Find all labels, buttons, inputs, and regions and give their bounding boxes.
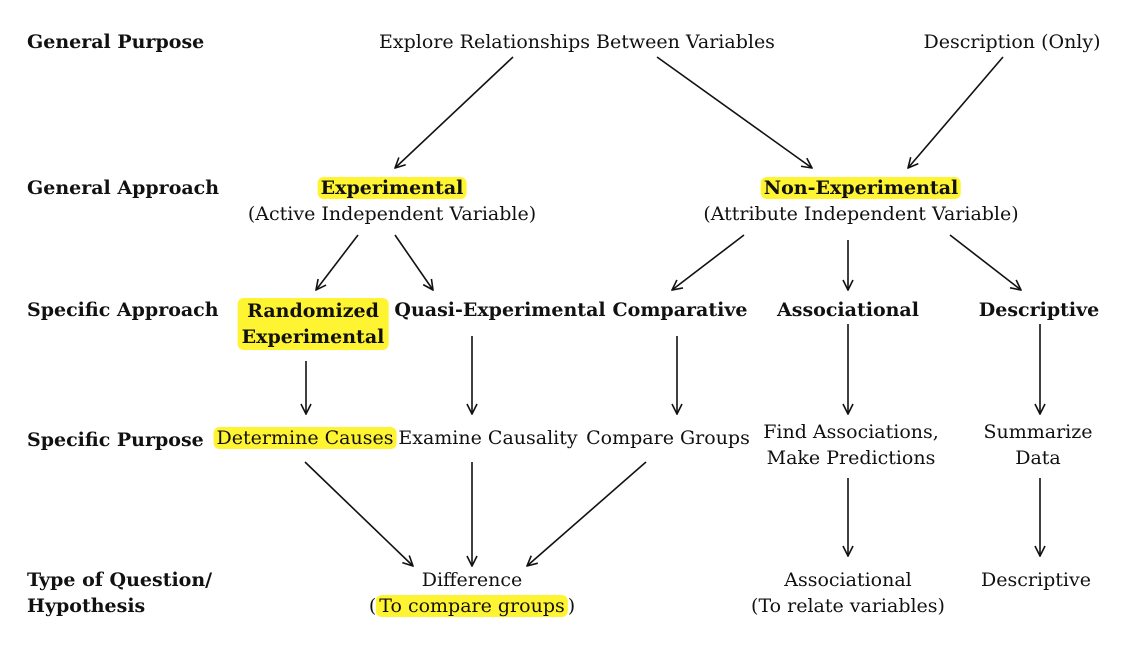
- randomized-label-line1: Randomized: [247, 300, 379, 322]
- node-find-associations-line1: Find Associations,: [763, 421, 939, 443]
- node-associational: Associational: [777, 299, 919, 321]
- row-label-type-of-question: Type of Question/: [27, 569, 213, 591]
- node-description-only: Description (Only): [923, 31, 1101, 53]
- arrow-determine-causes-to-difference: [304, 461, 413, 566]
- determine-causes-label: Determine Causes: [213, 427, 397, 449]
- arrow-description-to-non-experimental: [908, 56, 1004, 168]
- arrow-explore-to-non-experimental: [656, 56, 812, 168]
- node-examine-causality: Examine Causality: [398, 427, 578, 449]
- to-compare-groups-label: To compare groups: [376, 595, 568, 617]
- node-comparative: Comparative: [612, 299, 748, 321]
- node-quasi-experimental: Quasi-Experimental: [394, 299, 606, 321]
- node-make-predictions-line2: Make Predictions: [766, 447, 936, 469]
- node-summarize-data-line2: Data: [1015, 447, 1061, 469]
- arrow-non-experimental-to-descriptive: [949, 234, 1021, 290]
- node-explore-relationships: Explore Relationships Between Variables: [379, 31, 775, 53]
- randomized-label-line2: Experimental: [241, 326, 385, 348]
- row-label-hypothesis: Hypothesis: [27, 595, 146, 617]
- node-difference-subtitle: (To compare groups): [369, 594, 575, 618]
- arrow-compare-groups-to-difference: [527, 461, 647, 566]
- node-summarize-line1: Summarize: [983, 421, 1093, 443]
- node-compare-groups: Compare Groups: [586, 427, 750, 449]
- row-label-general-approach: General Approach: [27, 177, 220, 199]
- row-label-specific-purpose: Specific Purpose: [27, 429, 204, 451]
- row-label-general-purpose: General Purpose: [27, 31, 205, 53]
- node-descriptive-question: Descriptive: [981, 569, 1091, 591]
- arrow-experimental-to-randomized: [316, 234, 359, 290]
- node-determine-causes: Determine Causes: [213, 426, 397, 450]
- node-experimental: Experimental: [317, 176, 467, 200]
- difference-paren-close: ): [567, 595, 576, 617]
- arrow-explore-to-experimental: [395, 56, 514, 168]
- node-non-experimental-subtitle: (Attribute Independent Variable): [703, 203, 1019, 225]
- experimental-label: Experimental: [317, 177, 467, 199]
- non-experimental-label: Non-Experimental: [760, 177, 962, 199]
- node-experimental-subtitle: (Active Independent Variable): [247, 203, 537, 225]
- node-associational-subtitle: (To relate variables): [751, 595, 945, 617]
- arrow-experimental-to-quasi: [394, 234, 433, 290]
- arrow-non-experimental-to-comparative: [672, 234, 745, 290]
- node-non-experimental: Non-Experimental: [760, 176, 962, 200]
- node-descriptive: Descriptive: [978, 299, 1100, 321]
- difference-paren-open: (: [368, 595, 377, 617]
- node-difference: Difference: [421, 569, 523, 591]
- node-associational-question: Associational: [784, 569, 912, 591]
- row-label-specific-approach: Specific Approach: [27, 299, 219, 321]
- node-randomized-experimental: Randomized Experimental: [237, 298, 389, 350]
